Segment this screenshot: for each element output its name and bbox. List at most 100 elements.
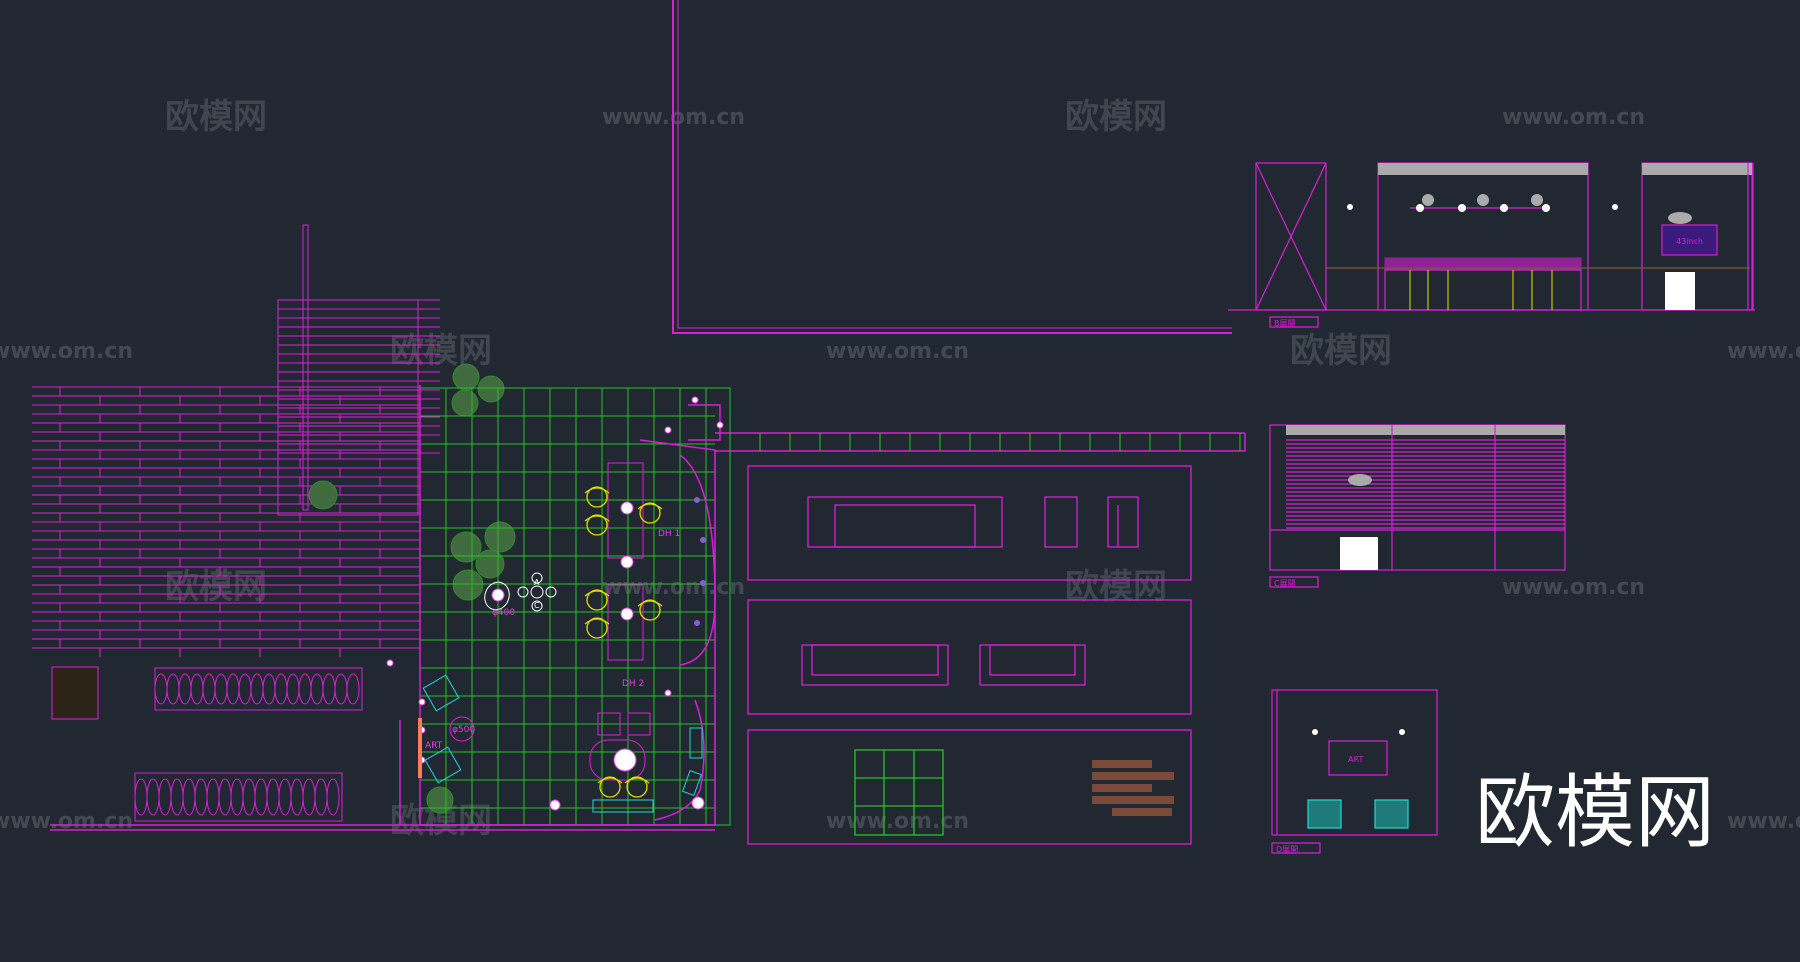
round-table (449, 581, 510, 742)
elevation-d: ART D展開 (1271, 689, 1438, 854)
watermark-url: www.om.cn (0, 339, 133, 364)
chair-seat (586, 589, 608, 611)
chair-seat (586, 486, 608, 508)
tv-label: 43inch (1676, 237, 1703, 246)
section-frame-line (672, 0, 1232, 334)
chair-back (584, 618, 610, 625)
bench-hatch-arc (326, 778, 340, 816)
bench-hatch-arc (314, 778, 328, 816)
bench-hatch-arc (166, 673, 180, 705)
floor-grid (419, 387, 731, 826)
watermark-url: www.om.cn (1727, 809, 1800, 834)
bench-hatch-arc (302, 778, 316, 816)
watermark-brand: 欧模网 (1290, 331, 1392, 371)
plant-group (308, 363, 516, 814)
dh2-label: DH 2 (622, 679, 644, 689)
bench-hatch-arc (226, 673, 240, 705)
art-wall: ART (418, 718, 443, 778)
storage-box (51, 666, 99, 720)
chair-back (584, 590, 610, 597)
chair-back (637, 503, 663, 510)
bench-hatch-arc (206, 778, 220, 816)
bench-hatch-arc (182, 778, 196, 816)
chair-seat (586, 617, 608, 639)
bench-hatch-arc (230, 778, 244, 816)
light-fixtures (386, 396, 724, 811)
chair-seat (626, 776, 648, 798)
bench-hatch-arc (254, 778, 268, 816)
watermark-url: www.om.cn (826, 809, 969, 834)
dim-500-label: φ500 (452, 725, 475, 735)
watermark-brand: 欧模网 (1065, 97, 1167, 137)
bench-hatch-arc (154, 673, 168, 705)
bench-upper (154, 667, 363, 711)
chair-back (637, 600, 663, 607)
corridor-grid (729, 433, 1241, 451)
watermark-url: www.om.cn (826, 339, 969, 364)
bench-hatch-arc (262, 673, 276, 705)
bench-hatch-arc (310, 673, 324, 705)
bench-hatch-arc (214, 673, 228, 705)
floor-plan: ART A C φ400 φ500 DH 1 DH 2 (32, 224, 1246, 831)
marker-a-label: A (534, 578, 540, 587)
furniture-detail-panels (747, 465, 1192, 845)
dining-tables (589, 462, 651, 781)
bench-hatch-arc (238, 673, 252, 705)
elevation-d-art-label: ART (1348, 755, 1363, 764)
watermark-brand: 欧模网 (165, 567, 267, 607)
chair-back (584, 487, 610, 494)
chair-back (624, 777, 650, 784)
elevation-b: 43inch B展開 (1228, 162, 1755, 328)
watermark-brand: 欧模网 (165, 97, 267, 137)
wall-sconces (694, 497, 706, 626)
dh1-label: DH 1 (658, 529, 680, 539)
watermark-brand: 欧模网 (1065, 567, 1167, 607)
bench-hatch-arc (202, 673, 216, 705)
detail-panel-2 (747, 599, 1192, 715)
chair-seat (639, 502, 661, 524)
marker-c-label: C (534, 601, 540, 610)
dim-400-label: φ400 (492, 608, 515, 618)
bench-hatch-arc (266, 778, 280, 816)
watermark-brand: 欧模网 (390, 331, 492, 371)
brand-logo: 欧模网 (1475, 766, 1715, 859)
watermark-url: www.om.cn (1502, 105, 1645, 130)
chair-seat (586, 514, 608, 536)
bench-hatch-arc (158, 778, 172, 816)
chair-seat (639, 599, 661, 621)
chair-seat (599, 776, 621, 798)
bench-lower (134, 772, 343, 822)
bench-hatch-arc (190, 673, 204, 705)
stair-hatch (32, 224, 440, 657)
bench-hatch-arc (346, 673, 360, 705)
chair-back (597, 777, 623, 784)
elevation-c: C展開 (1269, 424, 1566, 588)
chair-back (584, 515, 610, 522)
bench-hatch-arc (334, 673, 348, 705)
chairs (584, 486, 663, 798)
watermark-url: www.om.cn (1502, 575, 1645, 600)
bench-hatch-arc (250, 673, 264, 705)
art-label: ART (425, 741, 443, 751)
elevation-d-label: D展開 (1276, 845, 1298, 854)
bench-hatch-arc (134, 778, 148, 816)
bench-hatch-arc (194, 778, 208, 816)
room-walls (50, 385, 1246, 831)
watermark-url: www.om.cn (1727, 339, 1800, 364)
section-marker: A C (517, 572, 557, 612)
bench-hatch-arc (278, 778, 292, 816)
bench-hatch-arc (170, 778, 184, 816)
detail-panel-3 (747, 729, 1192, 845)
bench-hatch-arc (290, 778, 304, 816)
bench-hatch-arc (298, 673, 312, 705)
bench-hatch-arc (218, 778, 232, 816)
watermark-layer: 欧模网 www.om.cn 欧模网 www.om.cn www.om.cn 欧模… (0, 97, 1800, 841)
grid-border (419, 387, 731, 826)
watermark-url: www.om.cn (602, 575, 745, 600)
elevation-c-label: C展開 (1274, 579, 1296, 588)
bench-hatch-arc (146, 778, 160, 816)
bench-hatch-arc (242, 778, 256, 816)
elevation-b-label: B展開 (1274, 319, 1296, 328)
